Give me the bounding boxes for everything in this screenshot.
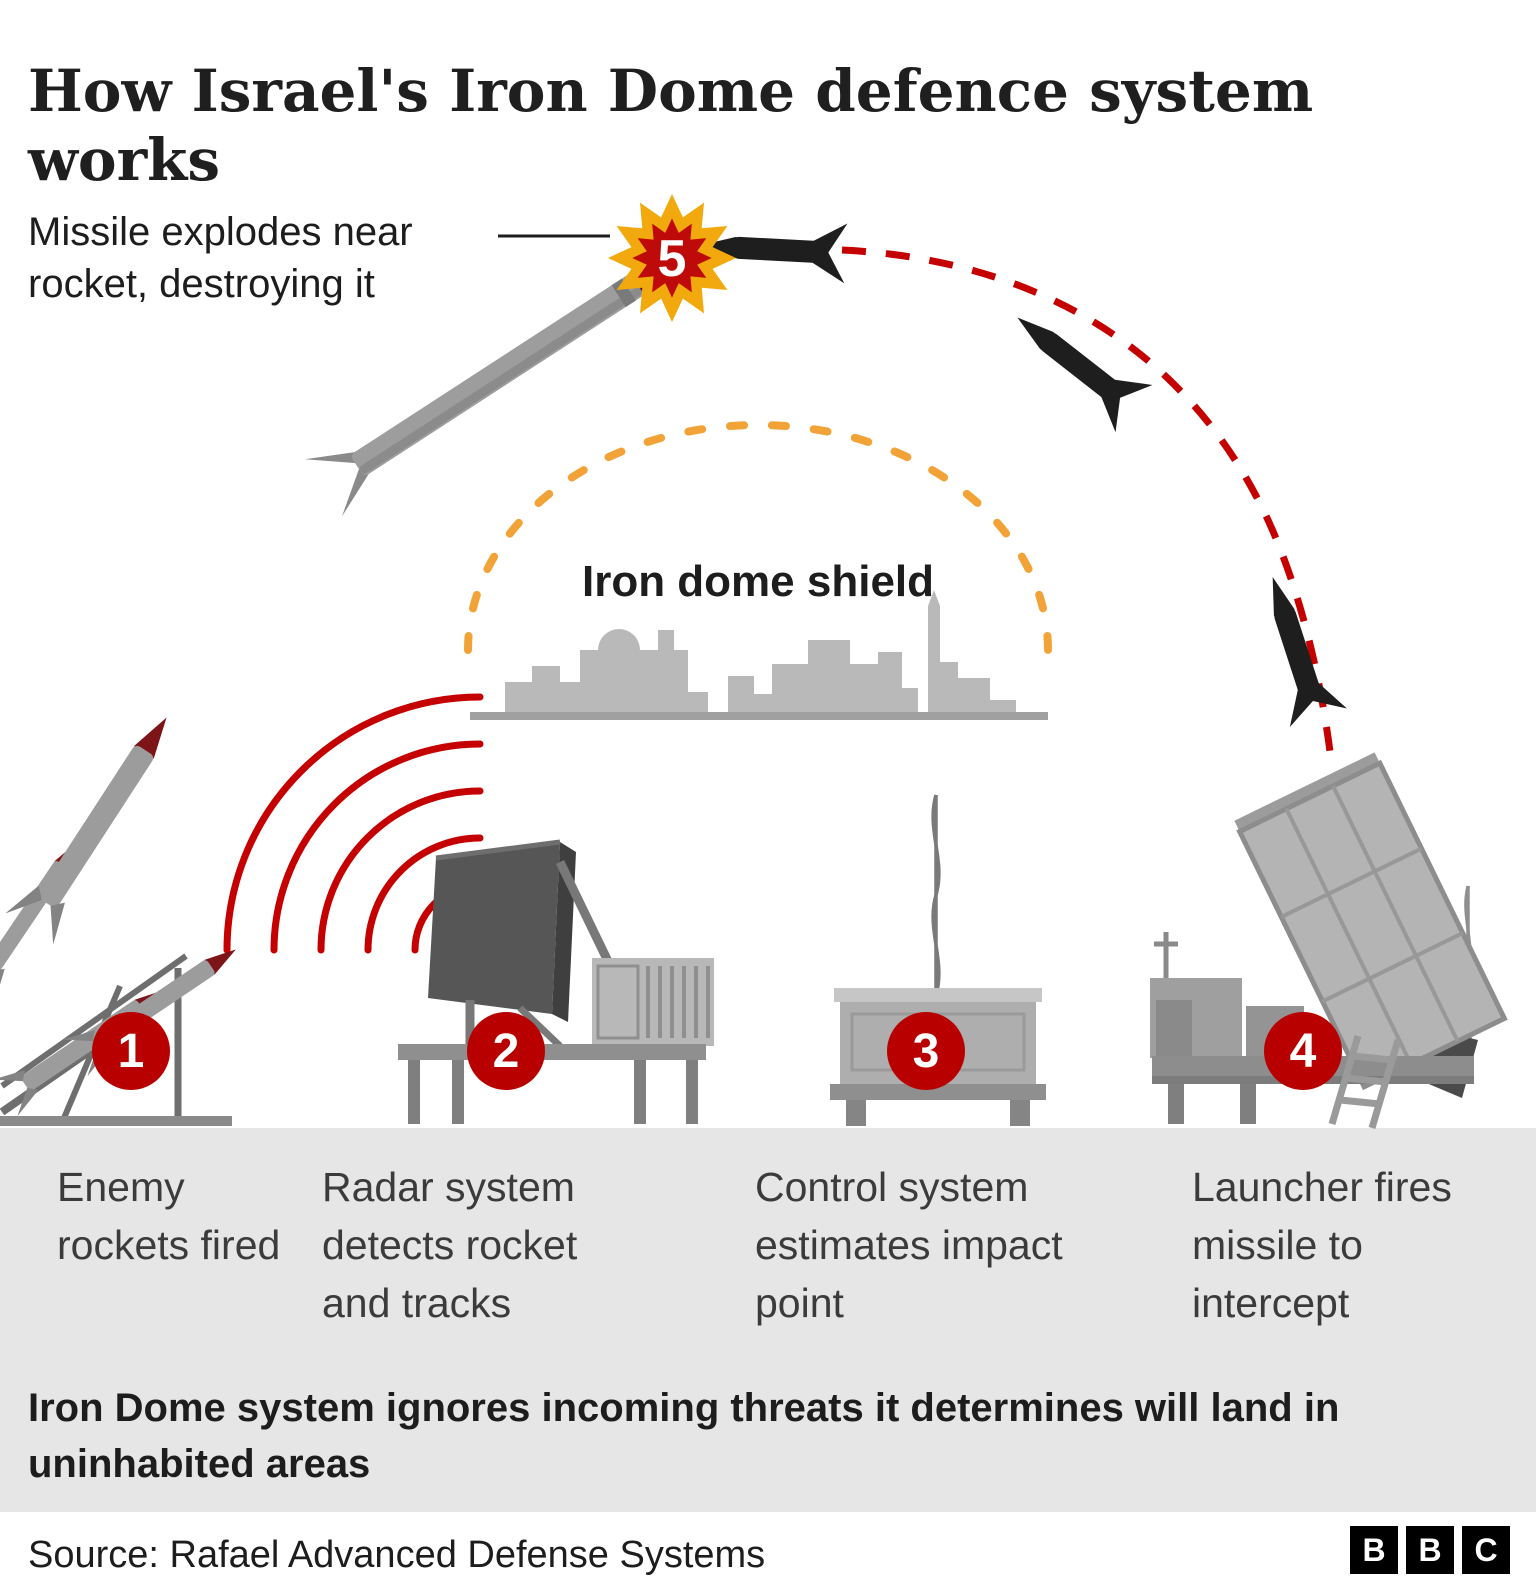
step-4-caption: Launcher fires missile to intercept: [1192, 1164, 1452, 1327]
dome-label: Iron dome shield: [582, 557, 934, 606]
step-badge-2: 2: [467, 1012, 545, 1090]
bbc-logo: B B C: [1350, 1526, 1510, 1574]
bbc-logo-block: B: [1350, 1526, 1398, 1574]
page-title: How Israel's Iron Dome defence system wo…: [28, 56, 1314, 195]
explosion-icon: 5: [608, 194, 736, 322]
step-1-number: 1: [117, 1024, 145, 1078]
dome-arc: [464, 421, 1052, 654]
step-badge-3: 3: [887, 1012, 965, 1090]
incoming-rocket-icon: [998, 293, 1153, 433]
city-skyline: [470, 590, 1048, 720]
caption-band: [0, 1128, 1536, 1512]
step-5-number: 5: [658, 230, 687, 288]
step-badge-1: 1: [92, 1012, 170, 1090]
rocket-trajectory-path: [841, 246, 1336, 769]
bbc-logo-block: C: [1462, 1526, 1510, 1574]
source-credit: Source: Rafael Advanced Defense Systems: [28, 1534, 766, 1576]
step-3-number: 3: [912, 1024, 940, 1078]
bbc-logo-block: B: [1406, 1526, 1454, 1574]
step-3-caption: Control system estimates impact point: [755, 1164, 1063, 1327]
radar-illustration: [398, 839, 714, 1124]
step-4-number: 4: [1289, 1024, 1317, 1078]
incoming-rocket-icon: [696, 215, 848, 284]
footnote: Iron Dome system ignores incoming threat…: [28, 1386, 1340, 1486]
radar-waves-icon: [223, 693, 484, 954]
step-1-caption: Enemy rockets fired: [57, 1164, 281, 1269]
step-badge-4: 4: [1264, 1012, 1342, 1090]
step-2-number: 2: [492, 1024, 520, 1078]
step-2-caption: Radar system detects rocket and tracks: [322, 1164, 578, 1327]
callout-label: Missile explodes near rocket, destroying…: [28, 210, 413, 306]
incoming-rocket-icon: [1244, 567, 1347, 728]
